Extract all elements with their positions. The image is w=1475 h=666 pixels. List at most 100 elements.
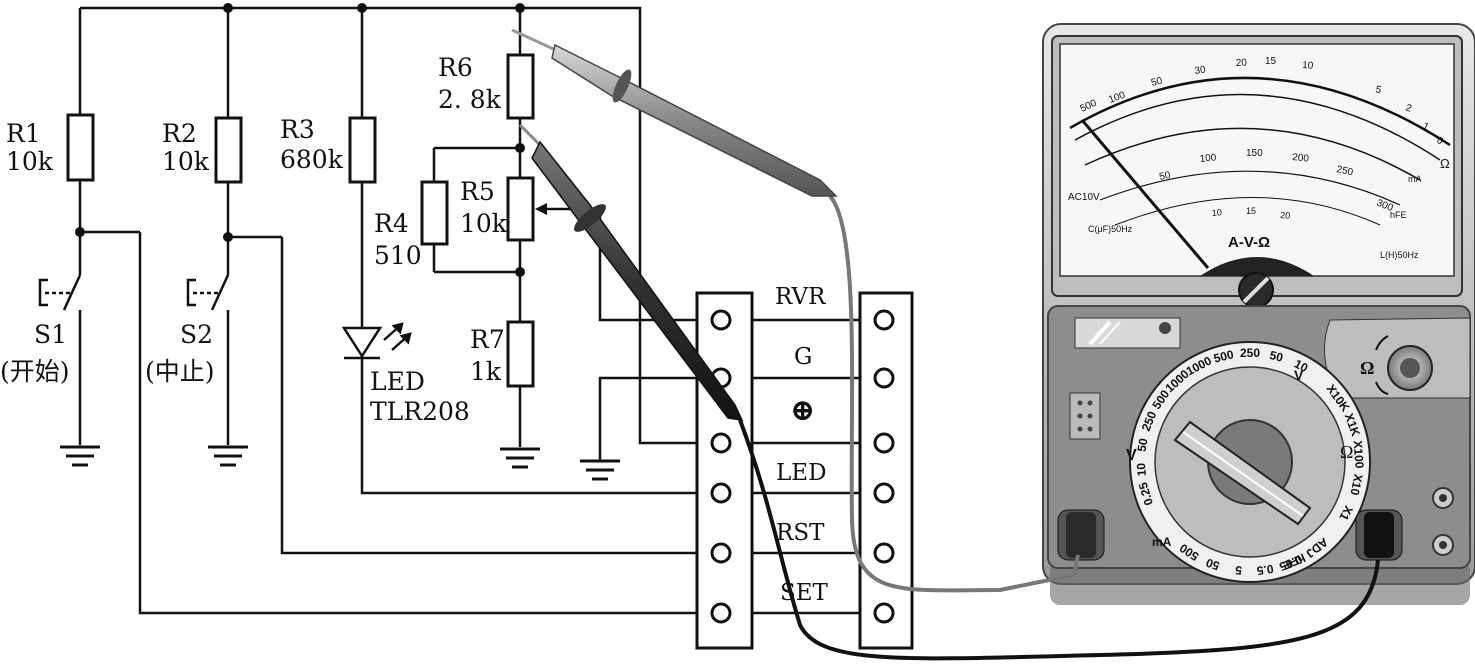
ground-symbols	[60, 445, 620, 481]
resistor-bodies	[66, 53, 535, 388]
black-probe-lead	[738, 419, 1380, 661]
scale-ohm-symbol: Ω	[1440, 156, 1450, 171]
dial-ma-3[interactable]: 0.5	[1256, 562, 1275, 578]
dial-ohm-label: Ω	[1340, 442, 1353, 462]
plus-jack[interactable]	[1355, 509, 1403, 561]
red-probe-lead	[828, 194, 1080, 593]
terminal-hole-right-3[interactable]	[873, 482, 895, 504]
com-jack[interactable]	[1057, 509, 1105, 561]
scaleTop-number-10: 0	[1435, 135, 1446, 148]
r1-name: R1	[6, 119, 41, 148]
dial-acv-3[interactable]: 50	[1135, 437, 1151, 453]
led-label: LED	[370, 367, 425, 396]
r5-wiper-arrow	[535, 203, 547, 215]
terminal-label-g: G	[794, 344, 812, 370]
scale-face	[1059, 43, 1455, 277]
terminal-hole-left-3[interactable]	[710, 482, 732, 504]
r2-body	[214, 116, 243, 184]
dial-acv-4[interactable]: 10	[1134, 462, 1149, 477]
s2-caption: (中止)	[145, 357, 215, 386]
switch-s1	[38, 274, 82, 311]
terminal-hole-right-4[interactable]	[873, 542, 895, 564]
black-probe[interactable]	[518, 123, 744, 421]
scaleMid-number-4: 250	[1335, 164, 1354, 178]
terminal-strip-right	[858, 291, 914, 650]
scaleTop-number-7: 5	[1374, 84, 1382, 96]
scaleMid-number-0: 50	[1158, 170, 1172, 183]
led-symbol	[341, 322, 412, 360]
ohm-adj-label: Ω	[1360, 358, 1374, 378]
scaleTop-number-4: 20	[1236, 57, 1248, 69]
r3-name: R3	[280, 115, 315, 144]
r2-name: R2	[162, 119, 197, 148]
r4-body	[420, 180, 449, 246]
r7-body	[506, 320, 535, 388]
terminal-label-plus: ⊕	[790, 393, 815, 428]
terminal-hole-left-4[interactable]	[710, 542, 732, 564]
r1-body	[66, 113, 95, 182]
hfe-socket[interactable]	[1069, 392, 1101, 440]
range-selector-knob[interactable]	[1173, 420, 1312, 526]
red-probe[interactable]	[511, 28, 838, 197]
needle-pivot-cover	[1200, 257, 1314, 276]
r6-name: R6	[438, 53, 473, 82]
s1-caption: (开始)	[0, 357, 70, 386]
terminal-hole-right-0[interactable]	[873, 309, 895, 331]
led-part: TLR208	[370, 397, 470, 426]
terminal-label-rst: RST	[776, 520, 825, 546]
dial-dcv-1[interactable]: 500	[1212, 347, 1235, 366]
r7-value: 1k	[470, 357, 502, 386]
scaleLow-number-2: 20	[1280, 210, 1291, 221]
scale-ma-label: mA	[1408, 174, 1422, 184]
r3-value: 680k	[280, 145, 344, 174]
terminal-hole-left-0[interactable]	[710, 309, 732, 331]
r2-value: 10k	[162, 147, 210, 176]
terminal-hole-right-1[interactable]	[873, 367, 895, 389]
dial-ac-v-label: V	[1126, 447, 1137, 464]
r6-value: 2. 8k	[438, 85, 502, 114]
terminal-hole-right-2[interactable]	[873, 432, 895, 454]
scale-cap-label: C(μF)50Hz	[1088, 224, 1133, 234]
scale-ind-label: L(H)50Hz	[1380, 250, 1419, 260]
dial-ma-1[interactable]: 50	[1204, 555, 1222, 573]
scaleTop-number-8: 2	[1404, 102, 1413, 114]
r6-body	[506, 53, 535, 120]
scaleTop-number-6: 10	[1302, 60, 1314, 72]
scaleMid-number-1: 100	[1199, 152, 1217, 165]
dial-dcv-4[interactable]: 10	[1292, 357, 1311, 376]
r4-value: 510	[374, 241, 422, 270]
terminal-strip-left	[695, 291, 754, 650]
junction-dots	[75, 3, 525, 277]
scaleTop-number-2: 50	[1150, 75, 1164, 88]
scaleLow-number-0: 10	[1211, 207, 1222, 218]
terminal-holes	[710, 309, 895, 624]
terminal-hole-left-5[interactable]	[710, 602, 732, 624]
scaleLow-number-1: 15	[1246, 206, 1256, 216]
dial-dcv-2[interactable]: 250	[1240, 346, 1260, 360]
r5-value: 10k	[460, 209, 508, 238]
dial-ma-label: mA	[1152, 535, 1172, 549]
scale-ac-label: AC10V	[1068, 192, 1100, 203]
dial-ma-2[interactable]: 5	[1234, 563, 1242, 578]
dial-acv-5[interactable]: 0.25	[1136, 480, 1156, 507]
dial-ohm-2[interactable]: X100	[1351, 440, 1367, 469]
r7-name: R7	[470, 325, 505, 354]
dial-ohm-4[interactable]: X1	[1336, 503, 1355, 523]
s2-name: S2	[180, 320, 213, 349]
scale-hfe-label: hFE	[1390, 210, 1407, 220]
terminal-hole-right-5[interactable]	[873, 602, 895, 624]
meter-needle	[1080, 119, 1210, 269]
terminal-hole-left-2[interactable]	[710, 432, 732, 454]
terminal-label-rvr: RVR	[775, 284, 826, 310]
scaleMid-number-2: 150	[1246, 148, 1263, 159]
dial-dcv-3[interactable]: 50	[1268, 348, 1285, 365]
dial-ohm-3[interactable]: X10	[1347, 473, 1365, 497]
scaleTop-number-3: 30	[1194, 64, 1207, 77]
r3-body	[348, 116, 377, 184]
terminal-label-led: LED	[776, 460, 827, 486]
r1-value: 10k	[6, 147, 54, 176]
r5-name: R5	[460, 177, 495, 206]
